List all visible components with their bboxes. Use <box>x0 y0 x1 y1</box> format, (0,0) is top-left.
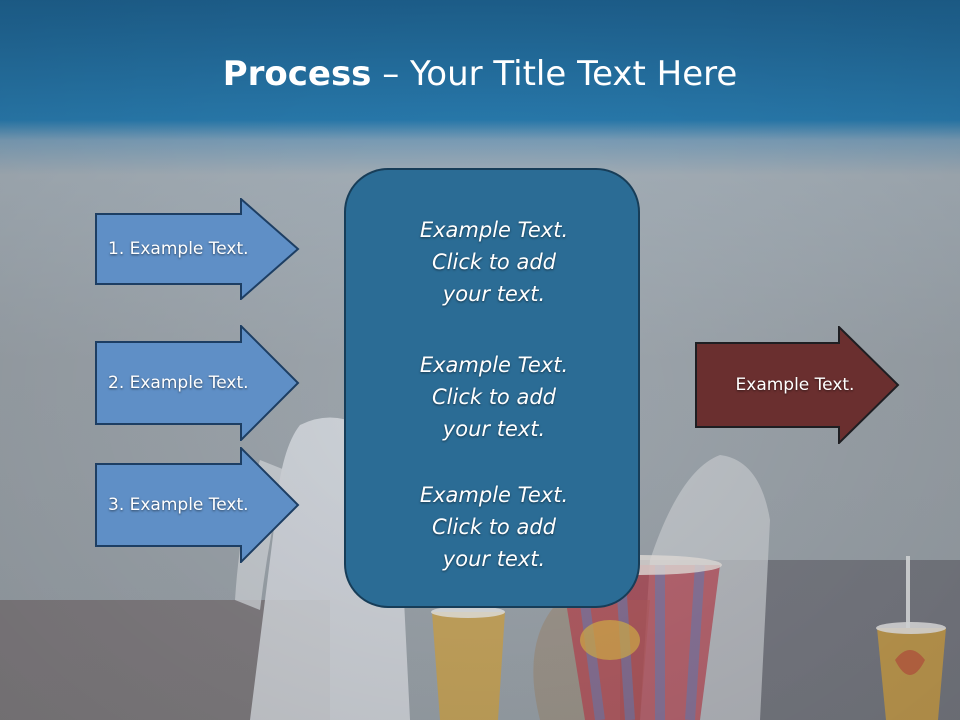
result-label: Example Text. <box>735 375 855 395</box>
center-block-2-line-2: Click to add <box>431 385 556 409</box>
step-label-2: 2. Example Text. <box>108 373 249 393</box>
result-arrow[interactable]: Example Text. <box>695 326 900 444</box>
center-block-1-line-3: your text. <box>442 282 546 306</box>
step-arrow-1-shape <box>95 198 300 300</box>
center-block-2-line-1: Example Text. <box>419 353 569 377</box>
step-arrow-2-shape <box>95 325 300 441</box>
center-block-1: Example Text. Click to add your text. <box>346 214 642 310</box>
center-block-3-line-1: Example Text. <box>419 483 569 507</box>
center-block-2-line-3: your text. <box>442 417 546 441</box>
step-arrow-1[interactable]: 1. Example Text. <box>95 198 300 300</box>
step-arrow-2[interactable]: 2. Example Text. <box>95 325 300 441</box>
center-block-1-line-2: Click to add <box>431 250 556 274</box>
slide-title: Process – Your Title Text Here <box>0 52 960 96</box>
step-arrow-3-shape <box>95 447 300 563</box>
title-bold: Process <box>222 54 372 94</box>
title-rest: – Your Title Text Here <box>371 54 738 94</box>
center-block-3-line-2: Click to add <box>431 515 556 539</box>
center-block-3-line-3: your text. <box>442 547 546 571</box>
step-arrow-3[interactable]: 3. Example Text. <box>95 447 300 563</box>
result-arrow-shape <box>695 326 900 444</box>
step-label-1: 1. Example Text. <box>108 239 249 259</box>
step-label-3: 3. Example Text. <box>108 495 249 515</box>
center-text-box[interactable]: Example Text. Click to add your text. Ex… <box>344 168 640 608</box>
center-block-3: Example Text. Click to add your text. <box>346 479 642 575</box>
center-block-2: Example Text. Click to add your text. <box>346 349 642 445</box>
center-block-1-line-1: Example Text. <box>419 218 569 242</box>
